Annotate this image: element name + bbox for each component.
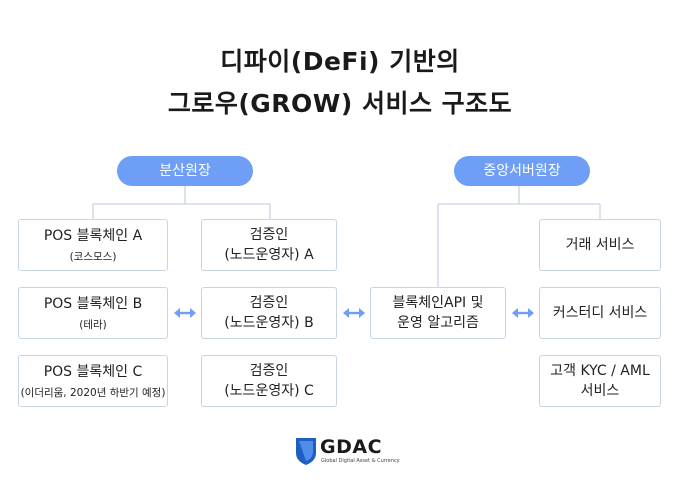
kyc-aml-service-box: 고객 KYC / AML 서비스 bbox=[539, 355, 661, 407]
gdac-shield-icon bbox=[296, 438, 316, 465]
pos-chain-b-box: POS 블록체인 B (테라) bbox=[18, 287, 168, 339]
validator-a-line1: 검증인 bbox=[249, 227, 289, 243]
validator-a-line2: (노드운영자) A bbox=[224, 247, 314, 263]
blockchain-api-line1: 블록체인API 및 bbox=[392, 295, 484, 311]
logo-wordmark: GDAC bbox=[320, 436, 383, 458]
pos-chain-a-box: POS 블록체인 A (코스모스) bbox=[18, 219, 168, 271]
validator-c-box: 검증인 (노드운영자) C bbox=[201, 355, 337, 407]
pos-chain-c-label: POS 블록체인 C bbox=[43, 363, 143, 380]
validator-c-line2: (노드운영자) C bbox=[224, 383, 314, 399]
blockchain-api-box: 블록체인API 및 운영 알고리즘 bbox=[370, 287, 506, 339]
custody-service-box: 커스터디 서비스 bbox=[539, 287, 661, 339]
validator-b-box: 검증인 (노드운영자) B bbox=[201, 287, 337, 339]
double-arrow-icon bbox=[512, 308, 534, 318]
title-line-2: 그로우(GROW) 서비스 구조도 bbox=[167, 89, 513, 118]
double-arrow-icon bbox=[174, 308, 196, 318]
kyc-aml-service-line2: 서비스 bbox=[580, 383, 620, 399]
validator-b-line1: 검증인 bbox=[249, 295, 289, 311]
trading-service-box: 거래 서비스 bbox=[539, 219, 661, 271]
distributed-ledger-pill: 분산원장 bbox=[117, 156, 253, 186]
pos-chain-b-label: POS 블록체인 B bbox=[43, 295, 143, 312]
kyc-aml-service-line1: 고객 KYC / AML bbox=[550, 363, 650, 379]
validator-c-line1: 검증인 bbox=[249, 363, 289, 379]
blockchain-api-line2: 운영 알고리즘 bbox=[397, 315, 479, 331]
validator-b-line2: (노드운영자) B bbox=[224, 315, 314, 331]
pos-chain-c-box: POS 블록체인 C (이더리움, 2020년 하반기 예정) bbox=[18, 355, 168, 407]
pos-chain-c-sub: (이더리움, 2020년 하반기 예정) bbox=[20, 386, 166, 399]
pos-chain-a-label: POS 블록체인 A bbox=[43, 227, 143, 244]
trading-service-label: 거래 서비스 bbox=[565, 237, 635, 253]
validator-a-box: 검증인 (노드운영자) A bbox=[201, 219, 337, 271]
title-line-1: 디파이(DeFi) 기반의 bbox=[220, 47, 460, 76]
logo-tagline: Global Digital Asset & Currency bbox=[321, 458, 400, 464]
custody-service-label: 커스터디 서비스 bbox=[552, 305, 648, 321]
pos-chain-a-sub: (코스모스) bbox=[69, 250, 117, 263]
central-server-ledger-pill: 중앙서버원장 bbox=[454, 156, 590, 186]
double-arrow-icon bbox=[343, 308, 365, 318]
pos-chain-b-sub: (테라) bbox=[79, 318, 107, 331]
